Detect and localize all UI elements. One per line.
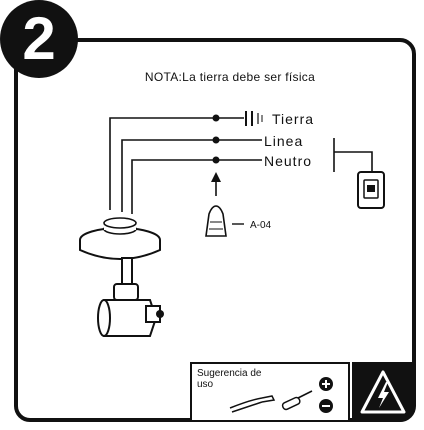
- switch-wires: [333, 138, 373, 172]
- note-text: NOTA:La tierra debe ser física: [144, 70, 316, 84]
- electrical-warning-icon: [360, 370, 406, 414]
- tip-title: Sugerencia de uso: [197, 368, 262, 390]
- pliers-icon: [229, 395, 276, 413]
- ceiling-canopy-icon: [79, 217, 161, 260]
- connector-code: A-04: [250, 220, 272, 231]
- ground-symbol-icon: [245, 111, 263, 126]
- wire-label-neutro: Neutro: [264, 153, 312, 169]
- ground-junction-dot: [212, 114, 220, 122]
- minus-icon: [319, 399, 333, 413]
- tools-illustration: [229, 377, 333, 413]
- wire-label-tierra: Tierra: [272, 111, 314, 127]
- neutral-junction-dot: [212, 156, 220, 164]
- wire-connector-icon: [205, 205, 227, 237]
- line-junction-dot: [212, 136, 220, 144]
- wall-switch-icon: [357, 171, 385, 209]
- warning-panel: [352, 362, 414, 422]
- arrow-up-icon: [211, 172, 221, 196]
- wire-lines: [109, 117, 262, 214]
- spot-lamp-icon: [97, 257, 164, 337]
- step-number: 2: [22, 5, 56, 72]
- wire-label-linea: Linea: [264, 133, 303, 149]
- step-number-badge: 2: [0, 0, 78, 78]
- screwdriver-icon: [281, 390, 313, 411]
- plus-icon: [319, 377, 333, 391]
- usage-tip-box: Sugerencia de uso: [190, 362, 350, 422]
